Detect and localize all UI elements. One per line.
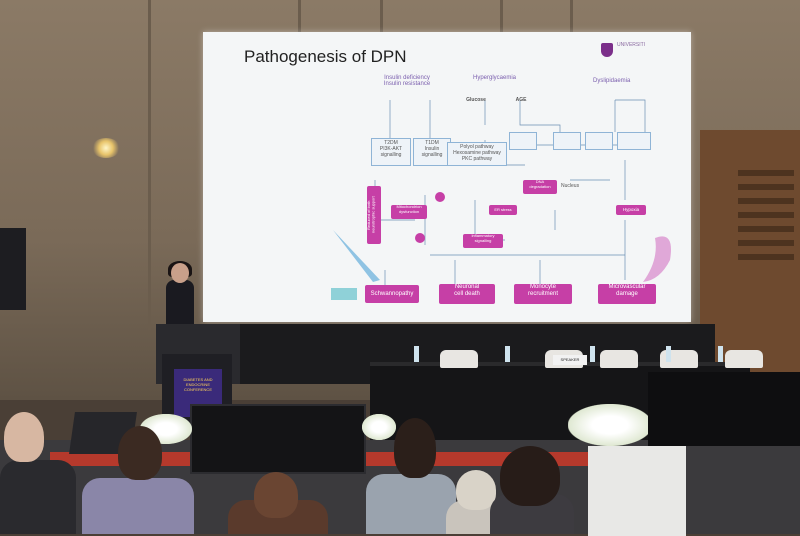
logo-text: UNIVERSITI bbox=[617, 42, 646, 48]
water-bottle bbox=[505, 346, 510, 362]
slide-title: Pathogenesis of DPN bbox=[244, 47, 407, 66]
er-stress-label: ER stress bbox=[489, 205, 517, 215]
wall-panel-divider bbox=[148, 0, 151, 330]
university-logo bbox=[601, 43, 613, 57]
diagram-box bbox=[553, 132, 581, 150]
audience-head bbox=[4, 412, 44, 462]
chair bbox=[725, 350, 763, 368]
audience-head bbox=[254, 472, 298, 518]
audience-member bbox=[0, 460, 76, 534]
monocyte-label: Monocyte recruitment bbox=[514, 284, 572, 304]
t2dm-box: T2DM PI3K-AKT signalling bbox=[371, 138, 411, 166]
dna-degradation-label: DNA degradation bbox=[523, 179, 557, 194]
diagram-arrows bbox=[333, 99, 671, 295]
camera-rig bbox=[648, 372, 800, 446]
flower-arrangement bbox=[568, 404, 652, 446]
header-dyslipidaemia: Dyslipidaemia bbox=[593, 78, 631, 84]
chair bbox=[440, 350, 478, 368]
pathogenesis-diagram: Insulin deficiency Insulin resistance Hy… bbox=[325, 70, 685, 310]
diagram-box bbox=[585, 132, 613, 150]
header-insulin: Insulin deficiency Insulin resistance bbox=[383, 75, 431, 87]
mitochondrion-label: Mitochondrion dysfunction bbox=[391, 204, 427, 219]
side-pathway-label: Reduced of both neurotrophic support bbox=[366, 186, 381, 244]
speaker-head bbox=[171, 263, 189, 283]
polyol-box: Polyol pathway Hexosamine pathway PKC pa… bbox=[447, 142, 507, 166]
wall-lamp bbox=[92, 138, 120, 158]
planter-box bbox=[588, 446, 686, 536]
inflammatory-label: Inflammatory signalling bbox=[463, 233, 503, 248]
water-bottle bbox=[718, 346, 723, 362]
confidence-monitor bbox=[190, 404, 366, 474]
loudspeaker bbox=[0, 228, 26, 310]
audience-member bbox=[82, 478, 194, 534]
hypoxia-label: Hypoxia bbox=[616, 205, 646, 215]
audience-head bbox=[456, 470, 496, 510]
nameplate: SPEAKER bbox=[553, 355, 587, 365]
age-label: AGE bbox=[515, 97, 527, 103]
glucose-label: Glucose bbox=[466, 97, 486, 103]
schwann-cell-tag bbox=[331, 288, 357, 300]
schwannopathy-label: Schwannopathy bbox=[365, 285, 419, 303]
podium-display-text: DIABETES AND ENDOCRINE CONFERENCE bbox=[183, 377, 213, 392]
audience-head bbox=[500, 446, 560, 506]
speaker-person bbox=[166, 280, 194, 326]
t1dm-box: T1DM Insulin signalling bbox=[413, 138, 451, 166]
flower-arrangement bbox=[362, 414, 396, 440]
chair bbox=[600, 350, 638, 368]
water-bottle bbox=[414, 346, 419, 362]
projection-screen bbox=[203, 32, 691, 322]
header-hyperglycaemia: Hyperglycaemia bbox=[473, 75, 517, 81]
neuronal-death-label: Neuronal cell death bbox=[439, 284, 495, 304]
nucleus-label: Nucleus bbox=[561, 183, 580, 189]
diagram-box bbox=[617, 132, 651, 150]
water-bottle bbox=[590, 346, 595, 362]
audience-head bbox=[118, 426, 162, 480]
audience-head bbox=[394, 418, 436, 478]
diagram-box bbox=[509, 132, 537, 150]
audience-member bbox=[366, 474, 456, 534]
water-bottle bbox=[666, 346, 671, 362]
microvascular-label: Microvascular damage bbox=[598, 284, 656, 304]
